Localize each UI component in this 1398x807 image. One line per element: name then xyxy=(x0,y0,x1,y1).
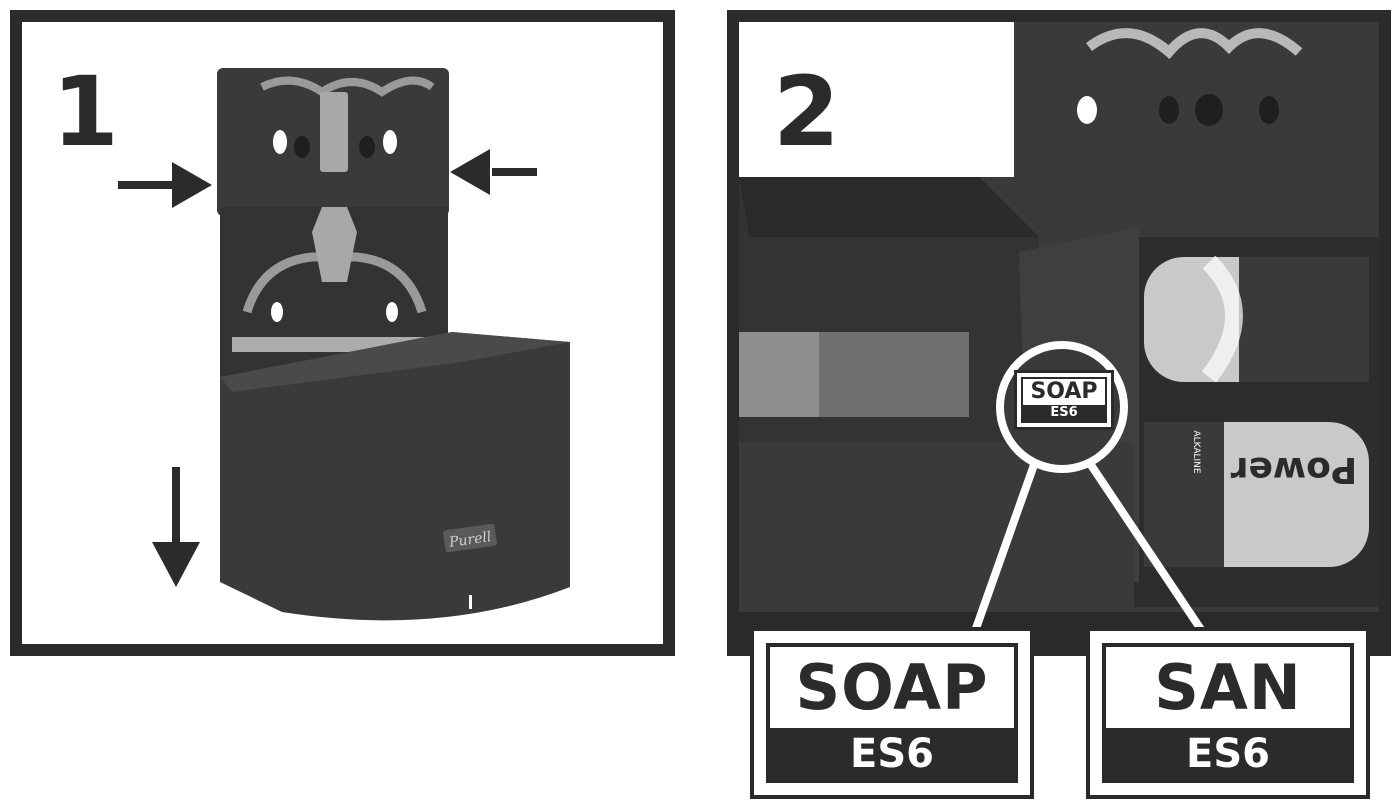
zoomed-label-bottom: ES6 xyxy=(1023,404,1105,421)
brand-logo-plate xyxy=(443,523,497,553)
center-latch xyxy=(320,92,348,172)
label-top-text: SOAP xyxy=(770,647,1014,729)
mount-hole xyxy=(294,136,310,158)
battery-bottom: Power ALKALINE xyxy=(1144,422,1369,567)
battery-top xyxy=(1144,255,1369,383)
battery-type-text: ALKALINE xyxy=(1191,430,1201,473)
dispenser-illustration: Purell xyxy=(118,68,570,621)
step-number: 2 xyxy=(773,56,840,168)
sensor-lens xyxy=(739,332,819,417)
dispense-indicator xyxy=(469,595,472,609)
battery-brand-text: Power xyxy=(1230,449,1357,490)
mount-hole xyxy=(383,130,397,154)
callout-line-san xyxy=(1085,459,1208,637)
housing-bottom xyxy=(739,442,1134,644)
mount-hole xyxy=(1259,96,1279,124)
step-2-panel: Power ALKALINE 2 xyxy=(727,10,1391,656)
mount-hole xyxy=(271,302,283,322)
zoomed-label: SOAP ES6 xyxy=(1014,370,1114,430)
spring-clip xyxy=(1086,28,1303,60)
brand-logo-text: Purell xyxy=(447,529,492,551)
zoomed-label-top: SOAP xyxy=(1023,379,1105,405)
mount-hole xyxy=(1077,96,1097,124)
step-number: 1 xyxy=(52,56,119,168)
center-bracket xyxy=(312,207,357,282)
step-1-panel: 1 Purell xyxy=(10,10,675,656)
mount-hole xyxy=(1195,94,1223,126)
label-bottom-text: ES6 xyxy=(770,728,1014,779)
label-bottom-text: ES6 xyxy=(1106,728,1350,779)
mount-hole xyxy=(386,302,398,322)
arrow-right-icon xyxy=(118,162,212,208)
arrow-down-icon xyxy=(152,467,200,587)
housing-top xyxy=(739,177,1039,237)
top-spring-clip xyxy=(260,76,435,97)
arrow-left-icon xyxy=(450,149,537,195)
mount-hole xyxy=(359,136,375,158)
background-area xyxy=(739,22,1014,177)
housing-rim xyxy=(220,332,570,392)
battery-compartment-illustration: Power ALKALINE xyxy=(739,22,1379,644)
callout-line-soap xyxy=(970,460,1039,636)
mount-hole xyxy=(1159,96,1179,124)
housing-body xyxy=(220,332,570,621)
lower-spring-clip xyxy=(242,252,322,314)
label-top-text: SAN xyxy=(1106,647,1350,729)
mount-hole xyxy=(273,130,287,154)
lower-spring-clip xyxy=(347,252,427,314)
san-label: SAN ES6 xyxy=(1086,627,1370,799)
soap-label: SOAP ES6 xyxy=(750,627,1034,799)
